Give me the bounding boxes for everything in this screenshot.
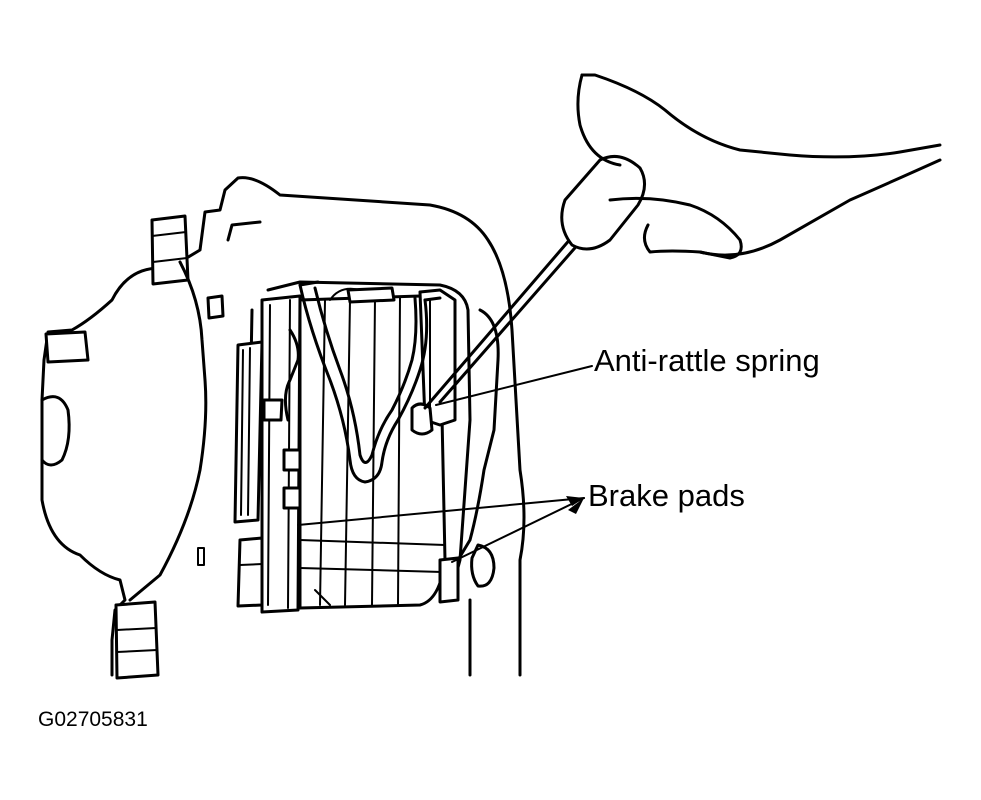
figure-id: G02705831 [38, 708, 148, 731]
caliper-body [40, 176, 526, 680]
pad-leader-line-right [451, 497, 585, 563]
pad-leader-arrow-left [566, 496, 584, 506]
brake-pad-left [233, 294, 302, 614]
brake-pad-right [298, 286, 460, 610]
screwdriver [423, 154, 646, 410]
callout-leaders [297, 365, 593, 563]
hand [576, 73, 942, 260]
pad-leader-line-left [297, 497, 585, 526]
pad-leader-arrow-right [568, 498, 584, 514]
anti-rattle-spring [283, 280, 442, 484]
brake-pads-label: Brake pads [588, 478, 745, 513]
anti-rattle-spring-label: Anti-rattle spring [594, 343, 820, 378]
spring-leader-line [435, 365, 593, 406]
